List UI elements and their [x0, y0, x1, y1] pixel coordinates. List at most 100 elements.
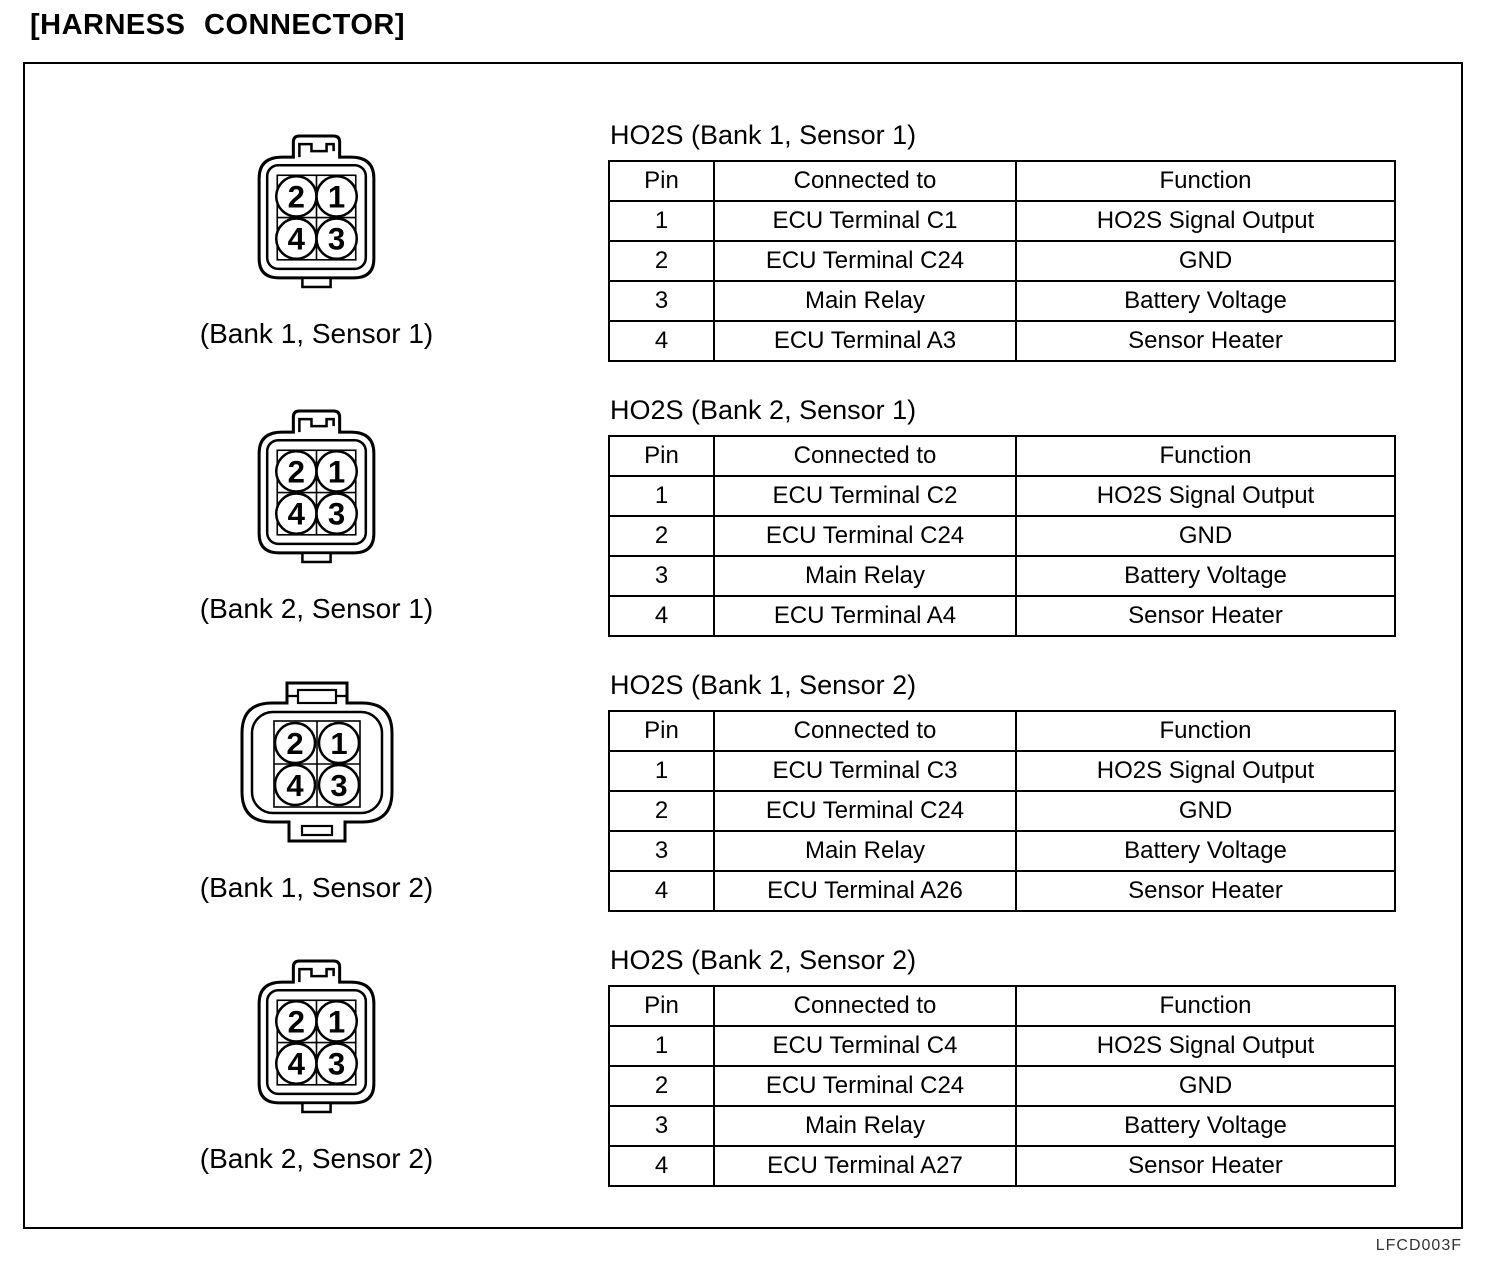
pin-cavity	[315, 217, 359, 261]
pin-number: 1	[328, 454, 345, 489]
connector-4pin-diagram: 2 1 4 3	[257, 134, 376, 289]
connector-latch-detail	[298, 967, 335, 983]
table-row: 2 ECU Terminal C24 GND	[608, 790, 1396, 832]
header-cell-connected-to: Connected to	[713, 160, 1017, 202]
cell-function: Battery Voltage	[1015, 555, 1396, 597]
table-row: 1 ECU Terminal C1 HO2S Signal Output	[608, 200, 1396, 242]
cell-function: Sensor Heater	[1015, 870, 1396, 912]
table-header-row: Pin Connected to Function	[608, 160, 1396, 202]
table-title: HO2S (Bank 2, Sensor 2)	[610, 945, 917, 975]
table-title: HO2S (Bank 1, Sensor 1)	[610, 120, 917, 150]
table-row: 4 ECU Terminal A3 Sensor Heater	[608, 320, 1396, 362]
cell-connected-to: ECU Terminal C24	[713, 790, 1017, 832]
connector-4pin-diagram: 2 1 4 3	[257, 959, 376, 1114]
pin-number: 2	[288, 179, 305, 214]
connector-bottom-tab	[301, 551, 332, 564]
pin-number: 3	[330, 768, 347, 803]
connector-latch-detail	[298, 417, 335, 433]
cell-connected-to: Main Relay	[713, 280, 1017, 322]
connector-label: (Bank 2, Sensor 1)	[199, 593, 434, 624]
cell-function: HO2S Signal Output	[1015, 475, 1396, 517]
connector-figure-bank1-sensor2: 2 1 4 3 (Bank 1, Sensor 2)	[25, 679, 608, 904]
pin-number: 4	[288, 1047, 306, 1082]
pin-cavity	[315, 1042, 359, 1086]
pin-cavity	[315, 492, 359, 536]
pin-cavity	[273, 763, 316, 806]
cell-function: Battery Voltage	[1015, 280, 1396, 322]
table-row: 4 ECU Terminal A27 Sensor Heater	[608, 1145, 1396, 1187]
header-cell-function: Function	[1015, 435, 1396, 477]
cell-function: GND	[1015, 790, 1396, 832]
cell-pin: 3	[608, 555, 715, 597]
pinout-section-bank1-sensor1: HO2S (Bank 1, Sensor 1) Pin Connected to…	[608, 120, 1461, 362]
cell-connected-to: ECU Terminal A3	[713, 320, 1017, 362]
cell-pin: 4	[608, 1145, 715, 1187]
cell-connected-to: ECU Terminal A26	[713, 870, 1017, 912]
pinout-table: Pin Connected to Function 1 ECU Terminal…	[608, 710, 1396, 912]
cell-pin: 1	[608, 200, 715, 242]
pin-number: 2	[288, 454, 305, 489]
header-cell-connected-to: Connected to	[713, 435, 1017, 477]
pin-number: 1	[328, 179, 345, 214]
cell-function: GND	[1015, 240, 1396, 282]
cell-function: HO2S Signal Output	[1015, 1025, 1396, 1067]
cell-pin: 4	[608, 595, 715, 637]
connector-inner-outline	[265, 988, 368, 1096]
header-cell-pin: Pin	[608, 985, 715, 1027]
page-title: [HARNESS CONNECTOR]	[30, 9, 406, 41]
figure-code: LFCD003F	[1375, 1237, 1462, 1254]
pin-number: 2	[286, 726, 303, 761]
pinout-section-bank2-sensor2: HO2S (Bank 2, Sensor 2) Pin Connected to…	[608, 945, 1461, 1187]
cell-connected-to: ECU Terminal A27	[713, 1145, 1017, 1187]
pin-number: 1	[330, 726, 347, 761]
table-header-row: Pin Connected to Function	[608, 985, 1396, 1027]
pinout-table: Pin Connected to Function 1 ECU Terminal…	[608, 160, 1396, 362]
cell-function: Sensor Heater	[1015, 595, 1396, 637]
connector-inner-outline	[265, 438, 368, 546]
pin-cavity	[273, 721, 316, 764]
cell-connected-to: ECU Terminal C24	[713, 1065, 1017, 1107]
pin-number: 3	[328, 1047, 345, 1082]
connector-bottom-tab	[301, 1101, 332, 1114]
header-cell-pin: Pin	[608, 435, 715, 477]
table-row: 3 Main Relay Battery Voltage	[608, 280, 1396, 322]
cell-pin: 2	[608, 515, 715, 557]
pin-cavity	[317, 721, 360, 764]
connector-label: (Bank 2, Sensor 2)	[199, 1143, 434, 1174]
connector-bottom-slot	[300, 824, 333, 836]
cell-pin: 2	[608, 240, 715, 282]
pinout-section-bank2-sensor1: HO2S (Bank 2, Sensor 1) Pin Connected to…	[608, 395, 1461, 637]
connector-bottom-tab	[301, 276, 332, 289]
cell-function: Sensor Heater	[1015, 1145, 1396, 1187]
header-cell-function: Function	[1015, 985, 1396, 1027]
table-row: 4 ECU Terminal A4 Sensor Heater	[608, 595, 1396, 637]
connector-inner-outline	[250, 710, 383, 814]
cell-connected-to: ECU Terminal C24	[713, 515, 1017, 557]
pin-number: 2	[288, 1004, 305, 1039]
figure-rows: 2 1 4 3 (Bank 1, Sensor 1) HO2S (Bank 1,…	[25, 64, 1461, 1187]
table-row: 2 ECU Terminal C24 GND	[608, 240, 1396, 282]
header-cell-function: Function	[1015, 710, 1396, 752]
pin-number: 3	[328, 497, 345, 532]
pin-number: 4	[288, 497, 306, 532]
table-row: 4 ECU Terminal A26 Sensor Heater	[608, 870, 1396, 912]
pin-number: 4	[288, 222, 306, 257]
table-row: 1 ECU Terminal C3 HO2S Signal Output	[608, 750, 1396, 792]
pin-cavity	[317, 763, 360, 806]
connector-4pin-diagram: 2 1 4 3	[257, 409, 376, 564]
pinout-table: Pin Connected to Function 1 ECU Terminal…	[608, 435, 1396, 637]
cell-connected-to: ECU Terminal C3	[713, 750, 1017, 792]
header-cell-pin: Pin	[608, 710, 715, 752]
pin-cavity	[315, 175, 359, 218]
cell-connected-to: Main Relay	[713, 1105, 1017, 1147]
connector-figure-bank2-sensor2: 2 1 4 3 (Bank 2, Sensor 2)	[25, 957, 608, 1175]
cell-function: HO2S Signal Output	[1015, 750, 1396, 792]
table-row: 1 ECU Terminal C4 HO2S Signal Output	[608, 1025, 1396, 1067]
connector-figure-bank2-sensor1: 2 1 4 3 (Bank 2, Sensor 1)	[25, 407, 608, 625]
cell-pin: 3	[608, 830, 715, 872]
table-title: HO2S (Bank 1, Sensor 2)	[610, 670, 917, 700]
connector-label: (Bank 1, Sensor 2)	[199, 871, 434, 903]
figure-frame: 2 1 4 3 (Bank 1, Sensor 1) HO2S (Bank 1,…	[23, 62, 1463, 1229]
figure-row-bank2-sensor1: 2 1 4 3 (Bank 2, Sensor 1) HO2S (Bank 2,…	[25, 395, 1461, 637]
